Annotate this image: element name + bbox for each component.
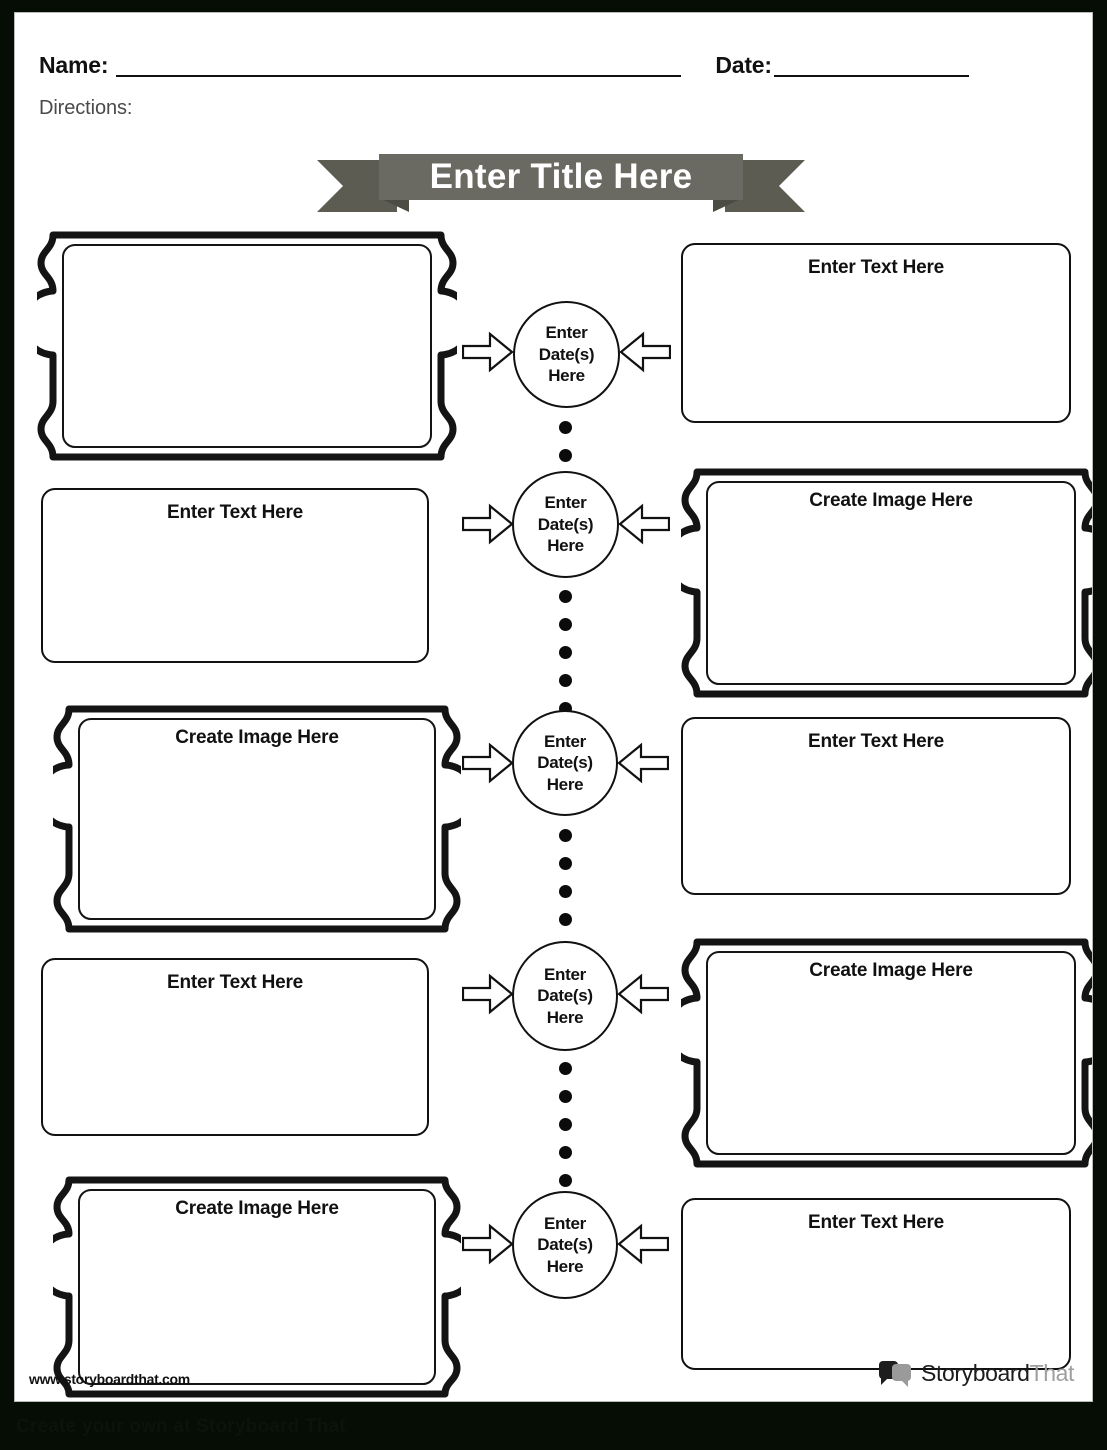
right-text-box[interactable]: Enter Text Here: [681, 1198, 1071, 1370]
speech-bubble-front: [892, 1364, 912, 1387]
speech-bubble-icon: [879, 1359, 912, 1387]
date-node[interactable]: Enter Date(s) Here: [512, 941, 618, 1051]
arrow-left-into-node: [618, 503, 670, 545]
arrow-right-into-node: [462, 1223, 514, 1265]
bottom-cta-strip: Create your own at Storyboard That: [0, 1406, 1107, 1450]
timeline-row: Create Image Here Enter Date(s) Here: [15, 705, 1092, 954]
date-node-line3: Here: [548, 366, 585, 386]
arrow-right-into-node: [462, 973, 514, 1015]
brand-secondary: That: [1029, 1359, 1075, 1386]
left-text-box[interactable]: Enter Text Here: [41, 958, 429, 1136]
date-node-line1: Enter: [544, 1213, 586, 1233]
name-date-header: Name: Date:: [39, 37, 1059, 77]
date-node[interactable]: Enter Date(s) Here: [512, 1191, 618, 1299]
date-node[interactable]: Enter Date(s) Here: [513, 301, 620, 408]
date-node-line3: Here: [546, 1256, 584, 1276]
connector-dots: [559, 829, 572, 954]
right-box-label: Create Image Here: [809, 490, 973, 511]
left-image-plaque[interactable]: Create Image Here: [53, 705, 461, 933]
connector-dot: [559, 1174, 572, 1187]
date-node-line2: Date(s): [537, 986, 593, 1006]
title-text: Enter Title Here: [429, 157, 693, 196]
directions-label: Directions:: [39, 97, 133, 119]
title-banner[interactable]: Enter Title Here: [317, 154, 805, 216]
date-node-line1: Enter: [544, 493, 587, 513]
right-text-box[interactable]: Enter Text Here: [681, 717, 1071, 895]
timeline-row: Enter Date(s) Here Enter Text Here: [15, 231, 1092, 546]
arrow-left-into-node: [619, 331, 671, 373]
connector-dot: [559, 829, 572, 842]
date-label: Date:: [715, 52, 772, 78]
left-image-plaque[interactable]: [37, 231, 457, 461]
connector-dot: [559, 913, 572, 926]
connector-dot: [559, 421, 572, 434]
connector-dot: [559, 1118, 572, 1131]
name-label: Name:: [39, 52, 109, 78]
left-box-label: Enter Text Here: [166, 972, 304, 993]
date-node-line3: Here: [547, 536, 584, 556]
date-node-line2: Date(s): [537, 753, 593, 773]
ribbon-band: Enter Title Here: [379, 154, 743, 200]
date-node[interactable]: Enter Date(s) Here: [512, 471, 619, 578]
date-node-line3: Here: [546, 774, 584, 794]
timeline-row: Enter Text Here Enter Date(s) Here: [15, 468, 1092, 715]
date-node-line2: Date(s): [537, 1235, 593, 1255]
right-box-label: Create Image Here: [809, 960, 973, 981]
timeline-row: Create Image Here Enter Date(s) Here: [15, 1168, 1092, 1398]
date-node-line3: Here: [546, 1007, 584, 1027]
left-box-label: Create Image Here: [175, 727, 339, 748]
arrow-left-into-node: [617, 973, 669, 1015]
connector-dots: [559, 1062, 572, 1187]
date-node-line1: Enter: [545, 323, 588, 343]
brand-wordmark: StoryboardThat: [921, 1360, 1074, 1387]
connector-dot: [559, 674, 572, 687]
connector-dot: [559, 1146, 572, 1159]
date-node-line2: Date(s): [538, 344, 595, 364]
arrow-left-into-node: [617, 742, 669, 784]
connector-dot: [559, 646, 572, 659]
date-node-line2: Date(s): [537, 514, 594, 534]
connector-dot: [559, 618, 572, 631]
arrow-right-into-node: [462, 331, 514, 373]
right-image-plaque[interactable]: Create Image Here: [681, 468, 1092, 698]
connector-dot: [559, 590, 572, 603]
name-input-line[interactable]: [116, 57, 682, 77]
arrow-right-into-node: [462, 503, 514, 545]
date-node-line1: Enter: [544, 731, 586, 751]
arrow-right-into-node: [462, 742, 514, 784]
date-node[interactable]: Enter Date(s) Here: [512, 710, 618, 816]
cta-text: Create your own at Storyboard That: [16, 1416, 346, 1437]
connector-dot: [559, 857, 572, 870]
date-input-line[interactable]: [773, 57, 969, 77]
connector-dot: [559, 449, 572, 462]
arrow-left-into-node: [617, 1223, 669, 1265]
left-box-label: Create Image Here: [175, 1198, 339, 1219]
right-text-box[interactable]: Enter Text Here: [681, 243, 1071, 423]
connector-dot: [559, 1062, 572, 1075]
timeline-row: Enter Text Here Enter Date(s) Here: [15, 938, 1092, 1187]
right-box-label: Enter Text Here: [807, 257, 945, 278]
connector-dot: [559, 1090, 572, 1103]
connector-dot: [559, 885, 572, 898]
website-url: www.storyboardthat.com: [29, 1371, 190, 1387]
brand-primary: Storyboard: [921, 1359, 1030, 1386]
connector-dots: [559, 590, 572, 715]
timeline-grid: Enter Date(s) Here Enter Text Here: [15, 13, 1092, 1401]
date-node-line1: Enter: [544, 964, 586, 984]
right-image-plaque[interactable]: Create Image Here: [681, 938, 1092, 1168]
left-image-plaque[interactable]: Create Image Here: [53, 1176, 461, 1398]
storyboardthat-logo: StoryboardThat: [879, 1359, 1074, 1387]
left-box-label: Enter Text Here: [166, 502, 304, 523]
right-box-label: Enter Text Here: [807, 731, 945, 752]
left-text-box[interactable]: Enter Text Here: [41, 488, 429, 663]
worksheet-sheet: Name: Date: Directions: Enter Title Here: [14, 12, 1093, 1402]
right-box-label: Enter Text Here: [807, 1212, 945, 1233]
